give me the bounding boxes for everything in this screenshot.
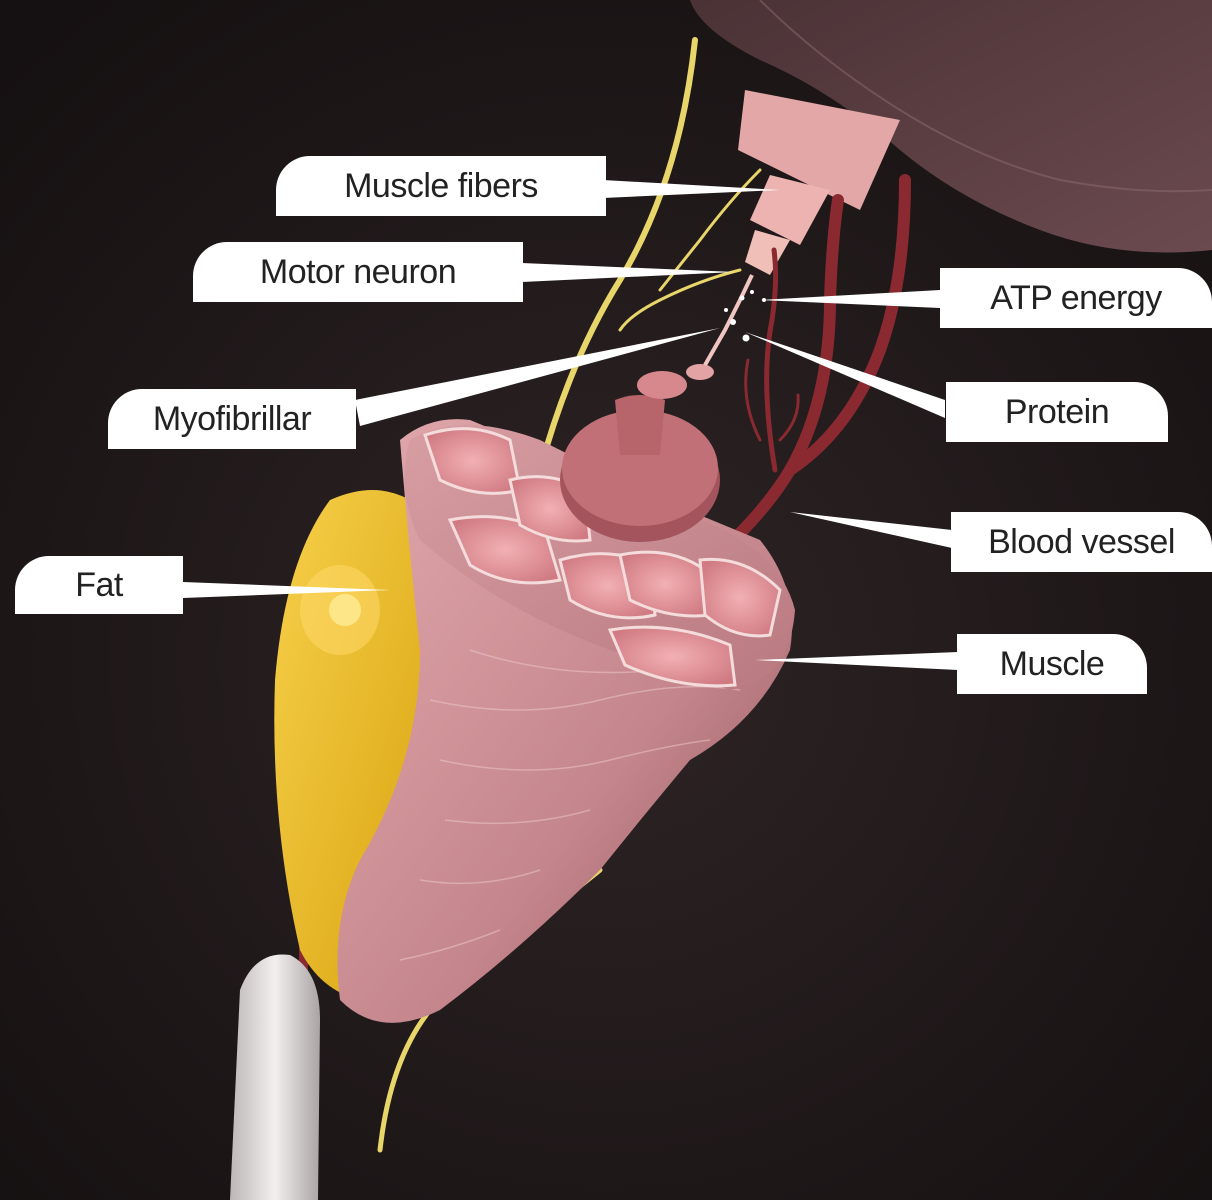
leader-muscle-fibers xyxy=(603,180,780,198)
label-atp-energy: ATP energy xyxy=(940,268,1212,328)
leader-atp-energy xyxy=(760,290,940,308)
label-muscle: Muscle xyxy=(957,634,1147,694)
leader-blood-vessel xyxy=(790,512,952,548)
label-fat: Fat xyxy=(15,556,183,614)
leader-muscle xyxy=(755,652,958,670)
leader-motor-neuron xyxy=(522,263,735,282)
leader-protein xyxy=(745,332,945,418)
label-myofibrillar: Myofibrillar xyxy=(108,389,356,449)
label-protein: Protein xyxy=(946,382,1168,442)
leader-fat xyxy=(183,582,390,598)
leader-myofibrillar xyxy=(355,328,720,426)
label-motor-neuron: Motor neuron xyxy=(193,242,523,302)
label-blood-vessel: Blood vessel xyxy=(951,512,1212,572)
label-muscle-fibers: Muscle fibers xyxy=(276,156,606,216)
